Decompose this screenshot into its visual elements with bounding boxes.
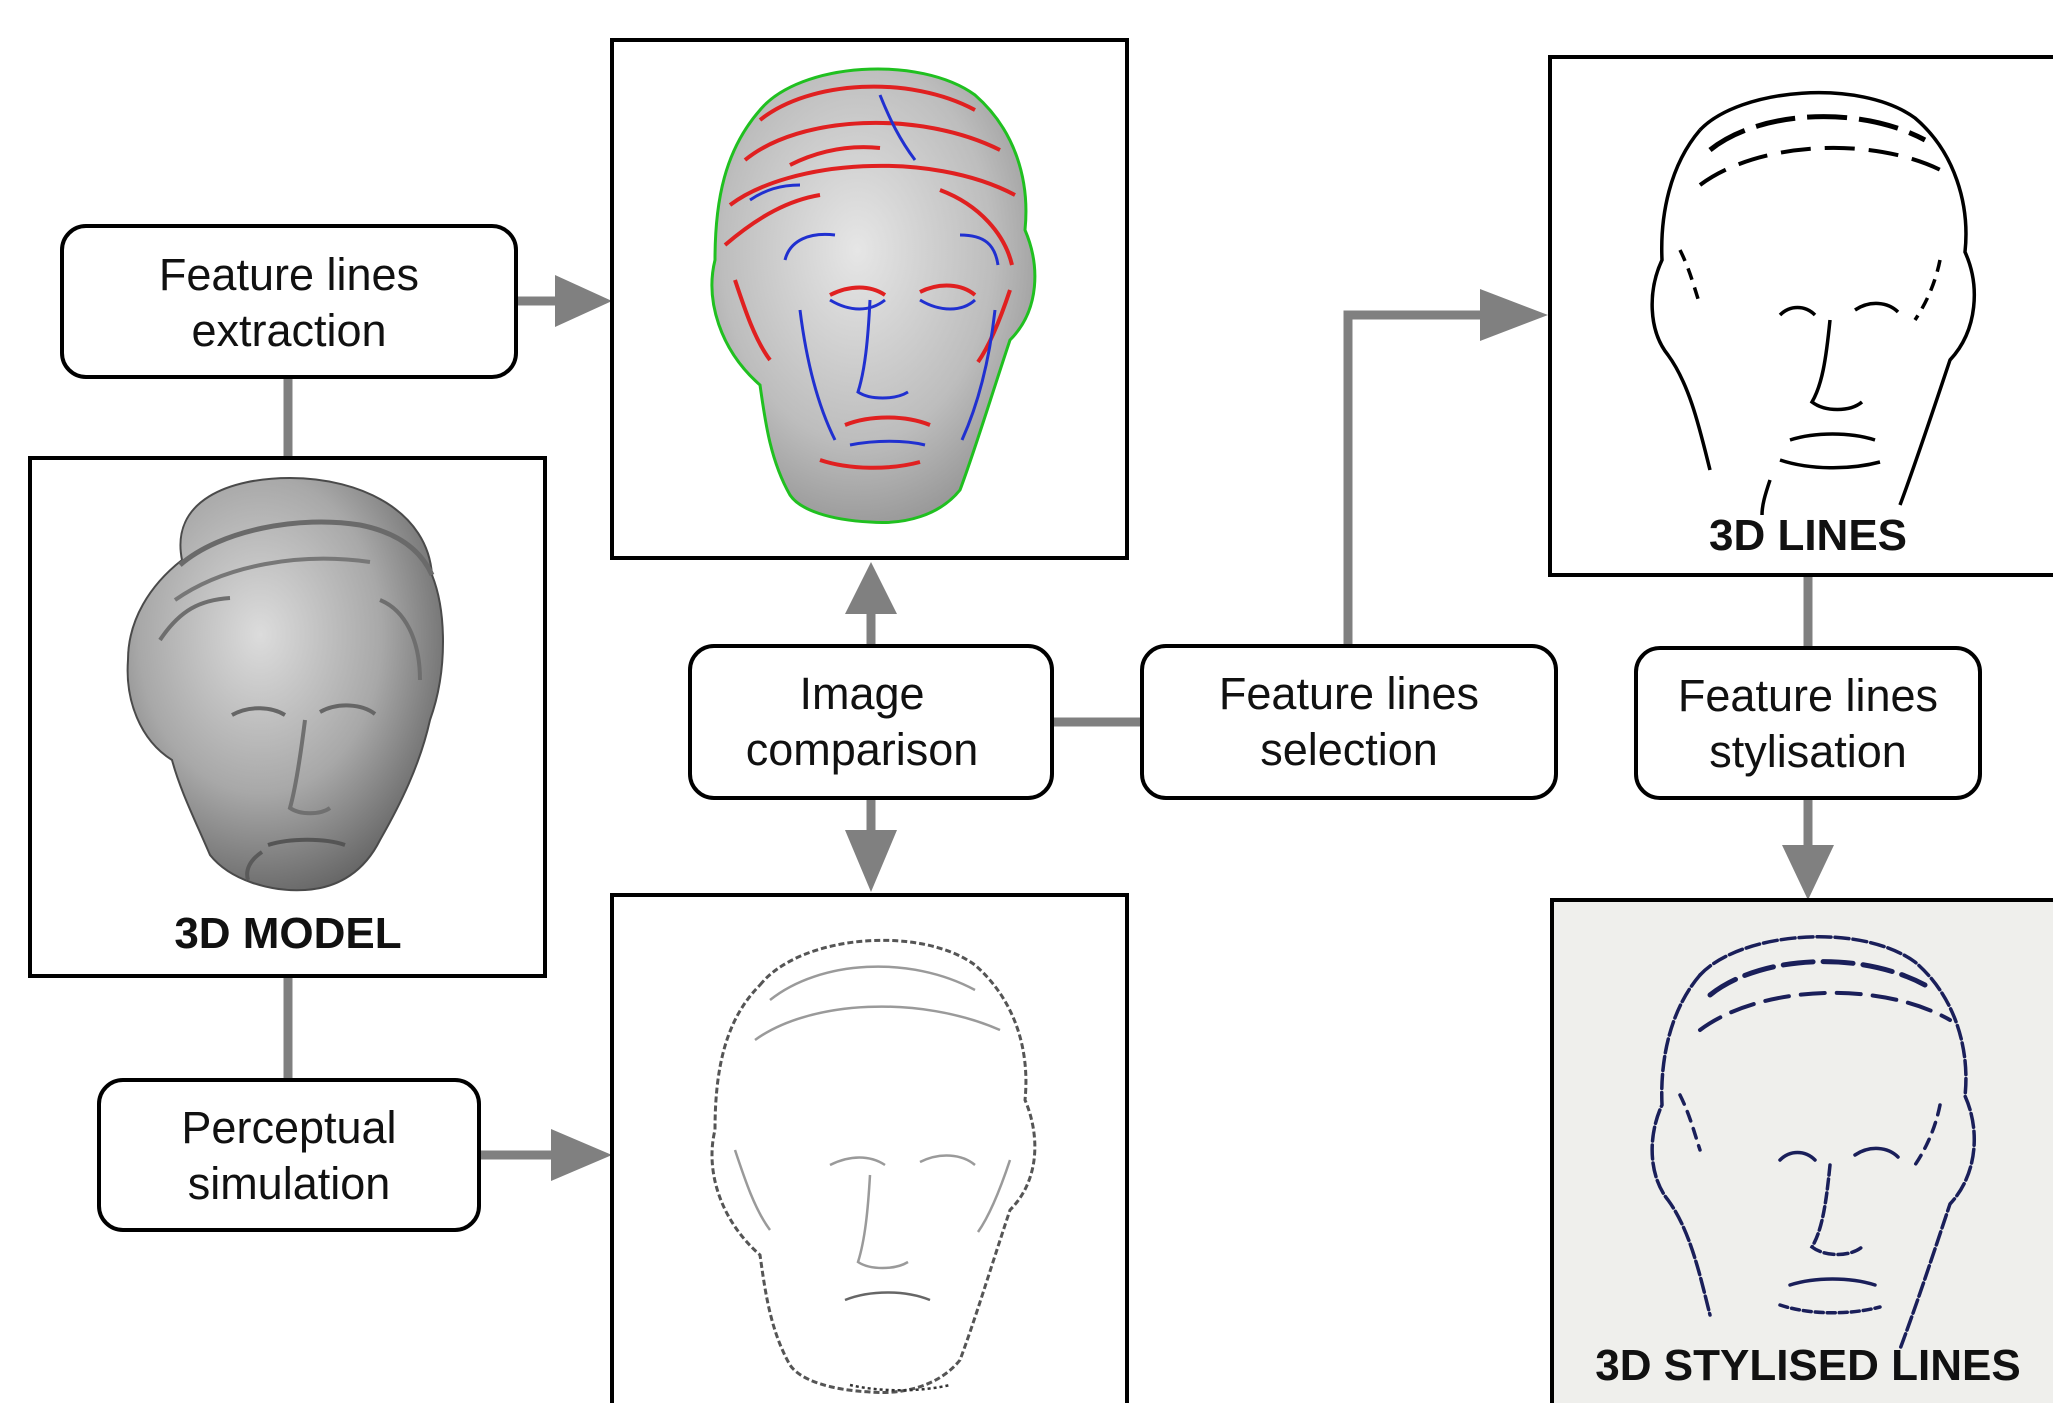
process-box-comparison-line1: Image bbox=[799, 668, 924, 719]
process-box-stylisation-line2: stylisation bbox=[1709, 726, 1907, 777]
arrowhead-down-to-perceptualimage bbox=[845, 830, 897, 892]
process-box-perceptual-line2: simulation bbox=[188, 1158, 391, 1209]
process-box-extraction-line1: Feature lines bbox=[159, 249, 419, 300]
process-box-extraction: Feature lines extraction bbox=[62, 226, 516, 377]
process-box-comparison-line2: comparison bbox=[746, 724, 979, 775]
connector-selection-lines bbox=[1348, 315, 1485, 646]
process-box-comparison: Image comparison bbox=[690, 646, 1052, 798]
process-box-perceptual: Perceptual simulation bbox=[99, 1080, 479, 1230]
arrowhead-to-featureimage bbox=[555, 275, 612, 327]
process-box-selection-line1: Feature lines bbox=[1219, 668, 1479, 719]
lines-image-panel: 3D LINES bbox=[1550, 57, 2053, 575]
feature-lines-image-panel bbox=[612, 40, 1127, 558]
process-box-perceptual-line1: Perceptual bbox=[181, 1102, 396, 1153]
process-box-selection: Feature lines selection bbox=[1142, 646, 1556, 798]
process-box-stylisation-line1: Feature lines bbox=[1678, 670, 1938, 721]
arrowhead-up-to-featureimage bbox=[845, 562, 897, 614]
stylised-image-panel: 3D STYLISED LINES bbox=[1552, 900, 2053, 1403]
arrowhead-to-stylisedimage bbox=[1782, 845, 1834, 900]
process-box-extraction-line2: extraction bbox=[191, 305, 386, 356]
process-box-selection-line2: selection bbox=[1260, 724, 1438, 775]
process-box-stylisation: Feature lines stylisation bbox=[1636, 648, 1980, 798]
model-image-caption: 3D MODEL bbox=[174, 909, 401, 958]
arrowhead-to-linesimage bbox=[1480, 289, 1548, 341]
perceptual-map-image-panel bbox=[612, 895, 1127, 1403]
stylised-image-caption: 3D STYLISED LINES bbox=[1595, 1341, 2020, 1390]
perceptual-map-image-frame bbox=[612, 895, 1127, 1403]
lines-image-frame bbox=[1550, 57, 2053, 575]
lines-image-caption: 3D LINES bbox=[1709, 511, 1907, 560]
model-image-panel: 3D MODEL bbox=[30, 458, 545, 976]
arrowhead-to-perceptualimage bbox=[551, 1129, 612, 1181]
